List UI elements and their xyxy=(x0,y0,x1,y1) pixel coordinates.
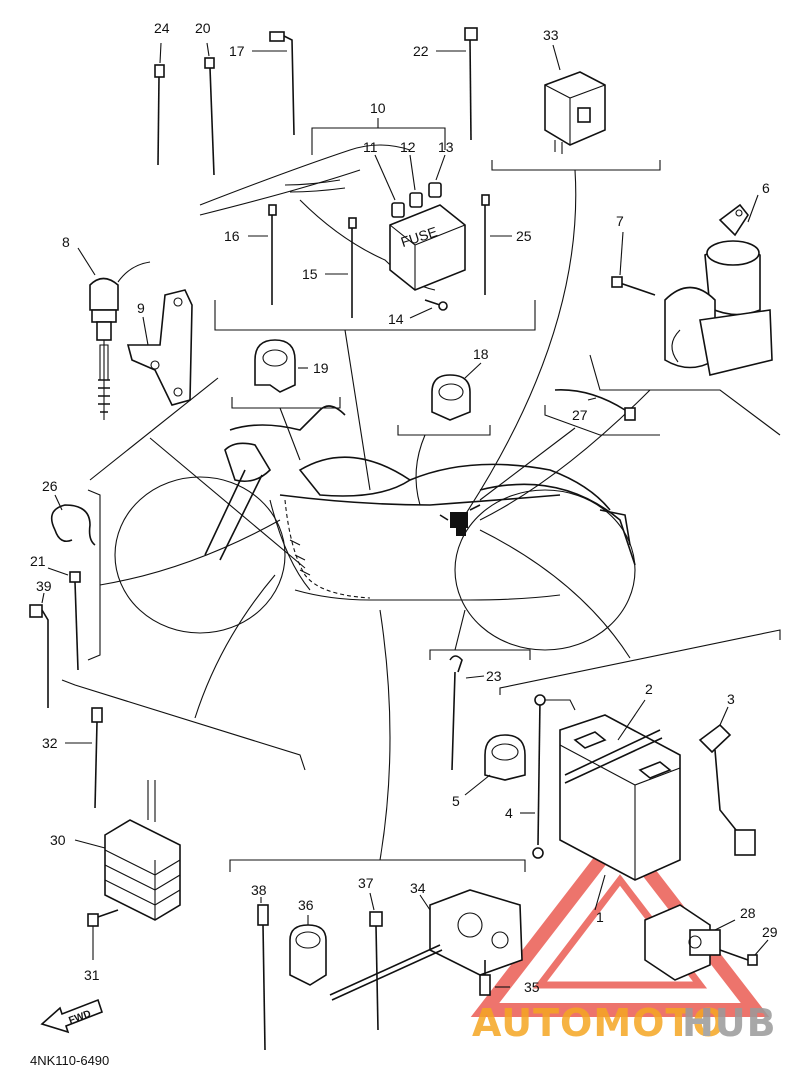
part-label-26: 26 xyxy=(42,478,58,494)
part-label-9: 9 xyxy=(137,300,145,316)
part-label-29: 29 xyxy=(762,924,778,940)
part-label-38: 38 xyxy=(251,882,267,898)
part-label-39: 39 xyxy=(36,578,52,594)
part-label-27: 27 xyxy=(572,407,588,423)
clip-26-ties-21-39 xyxy=(29,494,96,708)
part-label-20: 20 xyxy=(195,20,211,36)
part-label-21: 21 xyxy=(30,553,46,569)
part-label-2: 2 xyxy=(645,681,653,697)
part-label-34: 34 xyxy=(410,880,426,896)
forward-arrow-icon: FWD xyxy=(40,998,103,1034)
part-label-23: 23 xyxy=(486,668,502,684)
fuse-box: FUSE xyxy=(389,204,466,291)
part-number-labels: 1 2 3 4 5 6 7 8 9 10 11 12 13 14 15 16 1… xyxy=(30,20,778,995)
watermark-brand-hub: HUB xyxy=(682,1001,777,1045)
ignition-switch xyxy=(611,194,773,376)
drawing-code: 4NK110-6490 xyxy=(30,1053,109,1068)
part-label-1: 1 xyxy=(596,909,604,925)
component-28 xyxy=(644,904,769,981)
part-label-15: 15 xyxy=(302,266,318,282)
part-label-4: 4 xyxy=(505,805,513,821)
part-label-16: 16 xyxy=(224,228,240,244)
part-label-11: 11 xyxy=(363,139,378,155)
part-label-37: 37 xyxy=(358,875,374,891)
relay-33 xyxy=(544,44,606,154)
part-label-8: 8 xyxy=(62,234,70,250)
fuse-11 xyxy=(391,202,405,218)
part-label-22: 22 xyxy=(413,43,429,59)
part-label-18: 18 xyxy=(473,346,489,362)
part-label-17: 17 xyxy=(229,43,245,59)
sensor-8-bracket-9 xyxy=(77,247,193,420)
part-label-7: 7 xyxy=(616,213,624,229)
clamps-18-19 xyxy=(254,339,482,421)
part-label-14: 14 xyxy=(388,311,404,327)
part-label-24: 24 xyxy=(154,20,170,36)
motorcycle-outline xyxy=(114,405,636,651)
watermark: AUTOMOTO HUB xyxy=(472,1001,777,1045)
battery-assembly xyxy=(449,655,756,911)
fuse-box-assembly: FUSE xyxy=(154,27,512,319)
watermark-brand-auto: AUTOMOTO xyxy=(472,1001,726,1045)
part-label-35: 35 xyxy=(524,979,540,995)
part-label-13: 13 xyxy=(438,139,454,155)
part-label-12: 12 xyxy=(400,139,416,155)
part-label-31: 31 xyxy=(84,967,100,983)
part-label-36: 36 xyxy=(298,897,314,913)
part-label-32: 32 xyxy=(42,735,58,751)
fuse-12 xyxy=(409,192,423,208)
bracket-lines xyxy=(61,160,781,872)
sensor-assembly-34 xyxy=(257,889,523,1051)
part-label-10: 10 xyxy=(370,100,386,116)
tie-27 xyxy=(554,389,636,421)
part-label-19: 19 xyxy=(313,360,329,376)
part-label-25: 25 xyxy=(516,228,532,244)
part-label-28: 28 xyxy=(740,905,756,921)
part-label-6: 6 xyxy=(762,180,770,196)
part-label-33: 33 xyxy=(543,27,559,43)
part-label-30: 30 xyxy=(50,832,66,848)
part-label-3: 3 xyxy=(727,691,735,707)
fuse-13 xyxy=(428,182,442,198)
rectifier-30 xyxy=(65,707,181,960)
part-label-5: 5 xyxy=(452,793,460,809)
